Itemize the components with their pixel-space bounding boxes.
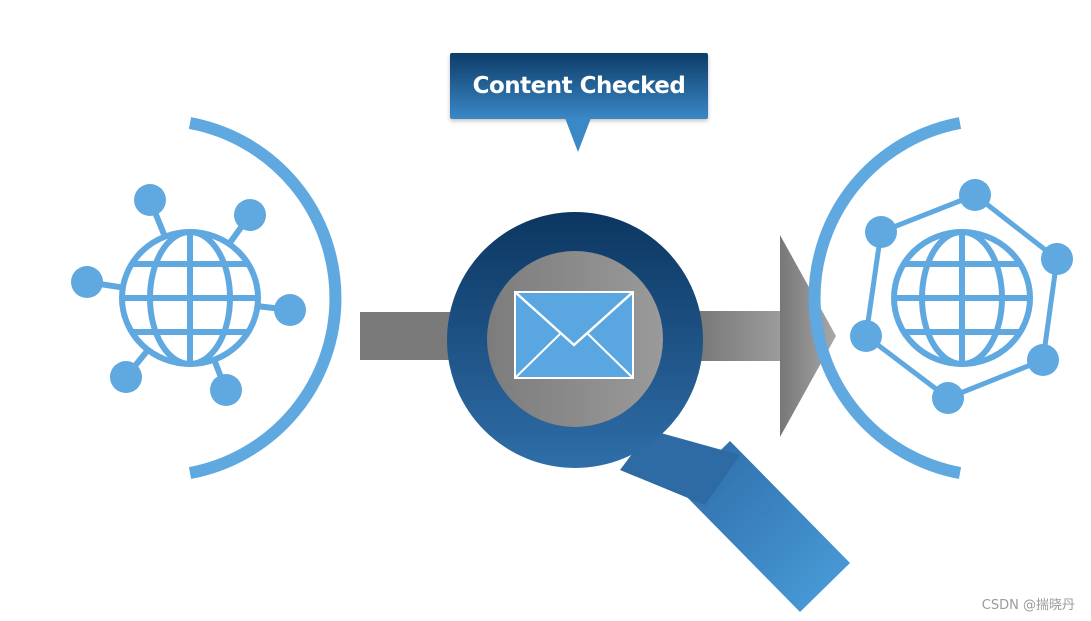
magnifier-handle (680, 441, 850, 612)
right-arc (808, 117, 962, 479)
right-globe-network (808, 117, 1073, 479)
callout-pointer (565, 118, 591, 152)
watermark: CSDN @揣晓丹 (981, 598, 1075, 613)
left-globe-network (71, 117, 342, 479)
envelope-icon (514, 291, 634, 379)
flow-arrow (360, 235, 836, 437)
callout-label: Content Checked (472, 73, 686, 99)
content-checked-callout: Content Checked (450, 53, 708, 119)
magnifier-envelope-icon (447, 212, 850, 612)
left-arc (188, 117, 342, 479)
globe-network-icon (86, 198, 291, 392)
